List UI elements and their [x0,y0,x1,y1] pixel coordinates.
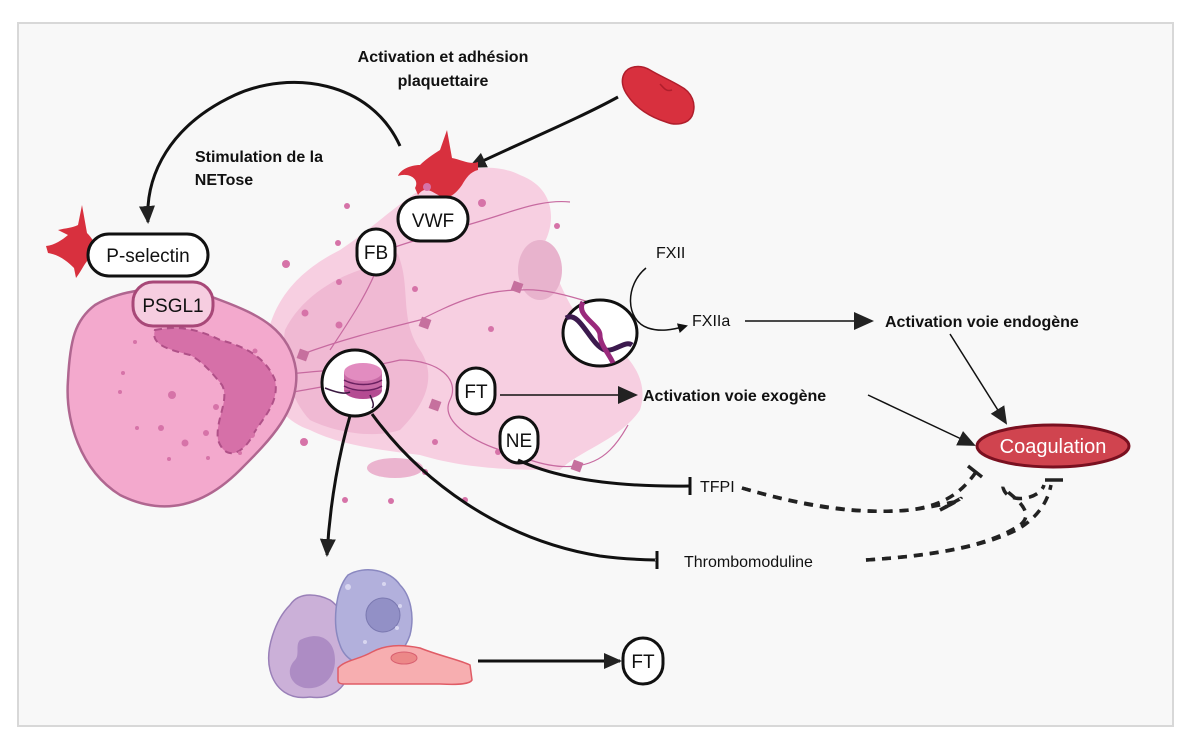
dna-helix-icon [561,298,639,368]
dashed-inhibition-tfpi-to-coagulation [741,486,963,513]
arrow-rbc-to-platelet [468,95,619,169]
label-netosis-line2: NETose [195,172,253,189]
p-selectin-pill: P-selectin [86,232,210,278]
arrow-exogenous-to-coagulation [867,394,976,446]
inhibition-bar [966,464,984,479]
ft-cells-label: FT [631,652,655,673]
ft-net-label: FT [464,382,488,403]
activated-platelet-icon [398,130,478,198]
label-netosis-line1: Stimulation de la [195,149,323,166]
thrombomodulin-label: Thrombomoduline [684,554,813,571]
ft-net-pill: FT [455,366,497,416]
arrow-endogenous-to-coagulation [949,333,1008,425]
fxii-label: FXII [656,245,685,262]
macrophage-icon [268,594,352,699]
arrow-fxii-to-fxiia [629,267,688,334]
endothelial-cell-icon [337,644,473,686]
arrow-platelet-to-p-selectin [139,80,402,224]
label-platelet-activation-line1: Activation et adhésion [358,49,529,66]
label-platelet-activation-line2: plaquettaire [398,73,489,90]
activated-platelet-icon [46,205,100,278]
inhibition-ne-to-tfpi [517,458,691,488]
monocyte-icon [334,569,413,667]
vwf-pill: VWF [396,195,470,243]
nucleosome-icon [320,348,390,418]
dashed-inhibition-tfpi-to-coagulation [741,470,978,513]
neutrophil-icon [66,287,298,508]
red-blood-cell-icon [621,65,695,125]
dashed-inhibition-thrombomodulin-to-coagulation [865,484,1053,562]
coagulation-label: Coagulation [1000,436,1107,458]
net-fragment [518,240,562,300]
fxiia-label: FXIIa [692,313,730,330]
fb-pill: FB [355,227,397,277]
net-fragment [367,458,423,478]
ne-label: NE [506,431,532,452]
fb-label: FB [364,243,388,264]
exogenous-pathway-label: Activation voie exogène [643,388,826,405]
tfpi-label: TFPI [700,479,735,496]
endogenous-pathway-label: Activation voie endogène [885,314,1079,331]
psgl1-pill: PSGL1 [131,280,215,328]
inhibition-nucleosome-to-thrombomodulin [370,413,658,562]
dashed-inhibition-thrombomodulin-to-coagulation [865,484,1046,562]
ne-pill: NE [498,415,540,465]
ft-cells-pill: FT [621,636,665,686]
coagulation-node: Coagulation [975,423,1131,469]
p-selectin-label: P-selectin [106,246,189,267]
arrow-nucleosome-to-cells [319,415,352,557]
psgl1-label: PSGL1 [142,296,203,317]
vwf-label: VWF [412,211,454,232]
